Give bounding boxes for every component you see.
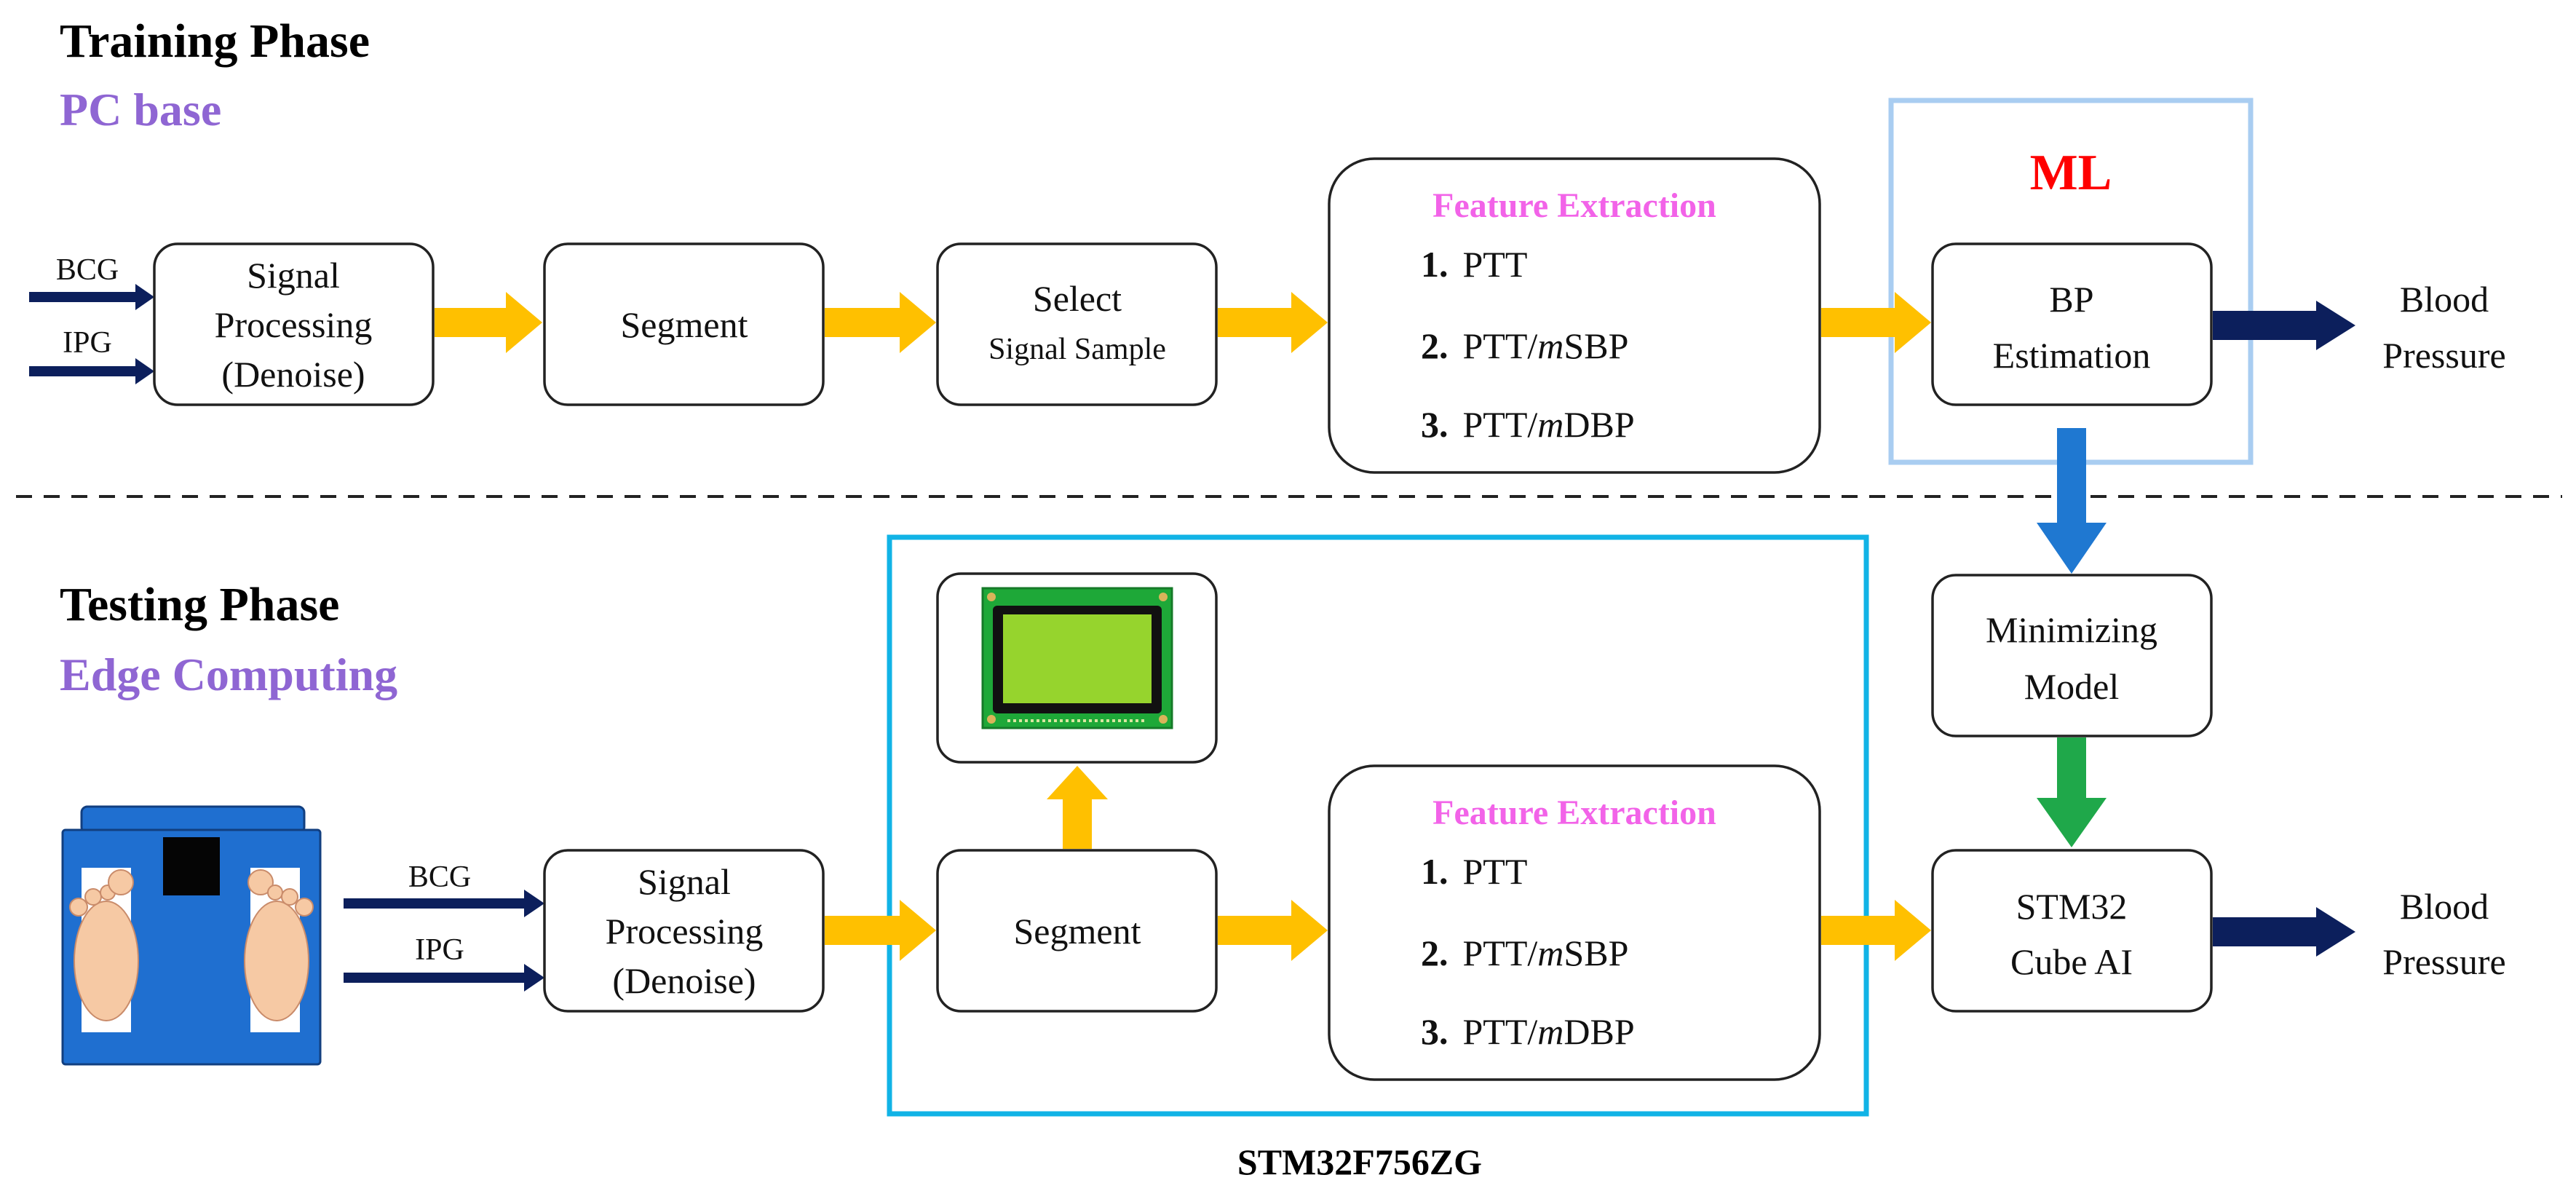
bcg-input-arrow xyxy=(29,284,154,310)
output-arrow xyxy=(2213,301,2355,350)
blood-pressure-output: Blood xyxy=(2400,279,2489,320)
feature-extraction-title: Feature Extraction xyxy=(1432,794,1716,832)
smart-scale-illustration xyxy=(61,805,322,1066)
ipg-input-arrow xyxy=(344,964,544,992)
bcg-input-label: BCG xyxy=(408,860,471,894)
ml-label: ML xyxy=(2030,145,2112,201)
label-line: Select xyxy=(1033,278,1122,319)
feature-item: 1. PTT xyxy=(1421,244,1527,285)
blood-pressure-output: Pressure xyxy=(2382,335,2505,376)
ipg-input-label: IPG xyxy=(415,933,464,967)
training-phase-subtitle: PC base xyxy=(60,84,221,135)
display-output-arrow xyxy=(1047,766,1108,849)
mcu-box xyxy=(887,534,1869,1117)
minimizing-model-box: Minimizing Model xyxy=(1931,574,2213,737)
mcu-chip-label: STM32F756ZG xyxy=(1237,1141,1482,1182)
label-line: Signal Sample xyxy=(988,333,1166,366)
blood-pressure-output: Pressure xyxy=(2382,941,2505,982)
testing-phase-title: Testing Phase xyxy=(60,578,339,631)
orange-arrow xyxy=(1821,292,1931,353)
lcd-display-box xyxy=(936,572,1218,764)
label-line: Processing xyxy=(215,304,373,345)
stm32-cube-ai-box: STM32 Cube AI xyxy=(1931,849,2213,1013)
label-line: (Denoise) xyxy=(612,960,756,1001)
orange-arrow xyxy=(435,292,542,353)
label-line: Segment xyxy=(621,304,748,345)
label-line: BP xyxy=(2049,279,2093,320)
feature-item: 2. PTT/mSBP xyxy=(1421,933,1628,973)
testing-phase-subtitle: Edge Computing xyxy=(60,649,397,700)
testing-feature-extraction-box: Feature Extraction 1. PTT 2. PTT/mSBP 3.… xyxy=(1328,764,1821,1081)
scale-display-icon xyxy=(163,837,220,895)
feature-item: 1. PTT xyxy=(1421,851,1527,892)
lcd-screen-icon xyxy=(1003,614,1152,703)
label-line: Signal xyxy=(247,255,340,296)
feature-item: 2. PTT/mSBP xyxy=(1421,325,1628,366)
training-signal-processing-box: Signal Processing (Denoise) xyxy=(153,242,435,406)
training-select-box: Select Signal Sample xyxy=(936,242,1218,406)
orange-arrow xyxy=(1218,292,1328,353)
deploy-arrow xyxy=(2037,428,2107,574)
label-line: Estimation xyxy=(1993,335,2151,376)
feature-extraction-title: Feature Extraction xyxy=(1432,186,1716,225)
orange-arrow xyxy=(825,292,936,353)
ipg-input-label: IPG xyxy=(63,326,112,360)
label-line: Segment xyxy=(1014,911,1141,951)
label-line: Cube AI xyxy=(2010,941,2133,982)
bcg-input-arrow xyxy=(344,890,544,917)
testing-segment-box: Segment xyxy=(936,849,1218,1013)
label-line: STM32 xyxy=(2016,886,2128,927)
convert-arrow xyxy=(2037,737,2107,847)
orange-arrow xyxy=(1821,900,1931,961)
training-phase-title: Training Phase xyxy=(60,15,370,68)
bcg-input-label: BCG xyxy=(56,253,119,287)
label-line: Model xyxy=(2024,666,2120,707)
training-feature-extraction-box: Feature Extraction 1. PTT 2. PTT/mSBP 3.… xyxy=(1328,157,1821,474)
orange-arrow xyxy=(1218,900,1328,961)
right-foot-icon xyxy=(244,869,314,1021)
blood-pressure-output: Blood xyxy=(2400,886,2489,927)
bp-estimation-box: BP Estimation xyxy=(1931,242,2213,406)
left-foot-icon xyxy=(69,869,139,1021)
label-line: Minimizing xyxy=(1986,609,2157,650)
training-segment-box: Segment xyxy=(543,242,825,406)
orange-arrow xyxy=(825,900,936,961)
testing-signal-processing-box: Signal Processing (Denoise) xyxy=(543,849,825,1013)
output-arrow xyxy=(2213,907,2355,957)
label-line: Processing xyxy=(606,911,764,951)
feature-item: 3. PTT/mDBP xyxy=(1421,1011,1635,1052)
ipg-input-arrow xyxy=(29,358,154,384)
label-line: (Denoise) xyxy=(221,354,365,395)
feature-item: 3. PTT/mDBP xyxy=(1421,404,1635,445)
label-line: Signal xyxy=(638,861,731,902)
